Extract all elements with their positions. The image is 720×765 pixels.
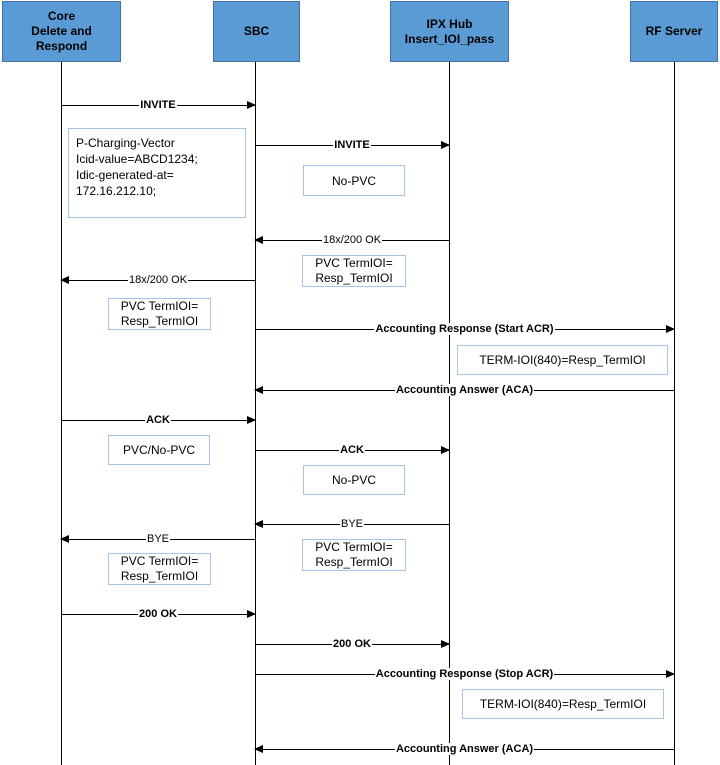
message-label: INVITE <box>139 99 177 111</box>
note-p-charging-vector: P-Charging-Vector Icid-value=ABCD1234; I… <box>68 128 246 218</box>
message-label: INVITE <box>333 139 371 151</box>
lifeline-ipx-hub <box>449 62 450 765</box>
message-label: 18x/200 OK <box>321 234 383 246</box>
message-invite-sbc-to-ipx: INVITE <box>255 139 450 151</box>
message-200ok-core-to-sbc: 200 OK <box>61 608 256 620</box>
message-label: ACK <box>339 444 365 456</box>
lifeline-rf-server <box>674 62 675 765</box>
message-stop-acr: Accounting Response (Stop ACR) <box>255 668 675 680</box>
message-18x-ipx-to-sbc: 18x/200 OK <box>254 234 449 246</box>
message-label: Accounting Answer (ACA) <box>394 743 535 755</box>
lifeline-core <box>61 62 62 765</box>
actor-ipx-hub: IPX Hub Insert_IOI_pass <box>390 1 509 62</box>
lifeline-sbc <box>255 62 256 765</box>
actor-sbc: SBC <box>213 1 300 62</box>
message-label: ACK <box>145 414 171 426</box>
message-label: BYE <box>339 518 364 530</box>
note-pvc-termioi-core-bye: PVC TermIOI= Resp_TermIOI <box>108 553 211 585</box>
message-18x-sbc-to-core: 18x/200 OK <box>60 274 255 286</box>
actor-rf-server: RF Server <box>630 1 718 62</box>
message-label: 18x/200 OK <box>127 274 189 286</box>
actor-core: Core Delete and Respond <box>2 1 121 62</box>
message-aca-start: Accounting Answer (ACA) <box>254 384 674 396</box>
note-no-pvc-ack: No-PVC <box>303 465 405 495</box>
message-label: 200 OK <box>138 608 178 620</box>
note-term-ioi-stop: TERM-IOI(840)=Resp_TermIOI <box>462 689 664 719</box>
message-label: Accounting Response (Stop ACR) <box>374 668 555 680</box>
message-bye-sbc-to-core: BYE <box>60 533 255 545</box>
note-term-ioi-start: TERM-IOI(840)=Resp_TermIOI <box>457 345 668 375</box>
note-pvc-termioi-sbc-18x: PVC TermIOI= Resp_TermIOI <box>302 255 406 287</box>
message-start-acr: Accounting Response (Start ACR) <box>255 323 675 335</box>
note-no-pvc-invite: No-PVC <box>303 165 405 196</box>
note-pvc-no-pvc: PVC/No-PVC <box>108 435 210 465</box>
message-200ok-sbc-to-ipx: 200 OK <box>255 638 450 650</box>
message-ack-sbc-to-ipx: ACK <box>255 444 450 456</box>
message-label: BYE <box>145 533 170 545</box>
message-label: Accounting Response (Start ACR) <box>374 323 555 335</box>
note-pvc-termioi-core-18x: PVC TermIOI= Resp_TermIOI <box>108 298 211 330</box>
note-pvc-termioi-sbc-bye: PVC TermIOI= Resp_TermIOI <box>302 539 406 571</box>
message-label: 200 OK <box>332 638 372 650</box>
message-label: Accounting Answer (ACA) <box>394 384 535 396</box>
message-bye-ipx-to-sbc: BYE <box>254 518 449 530</box>
message-aca-stop: Accounting Answer (ACA) <box>254 743 674 755</box>
message-ack-core-to-sbc: ACK <box>61 414 256 426</box>
message-invite-core-to-sbc: INVITE <box>61 99 256 111</box>
